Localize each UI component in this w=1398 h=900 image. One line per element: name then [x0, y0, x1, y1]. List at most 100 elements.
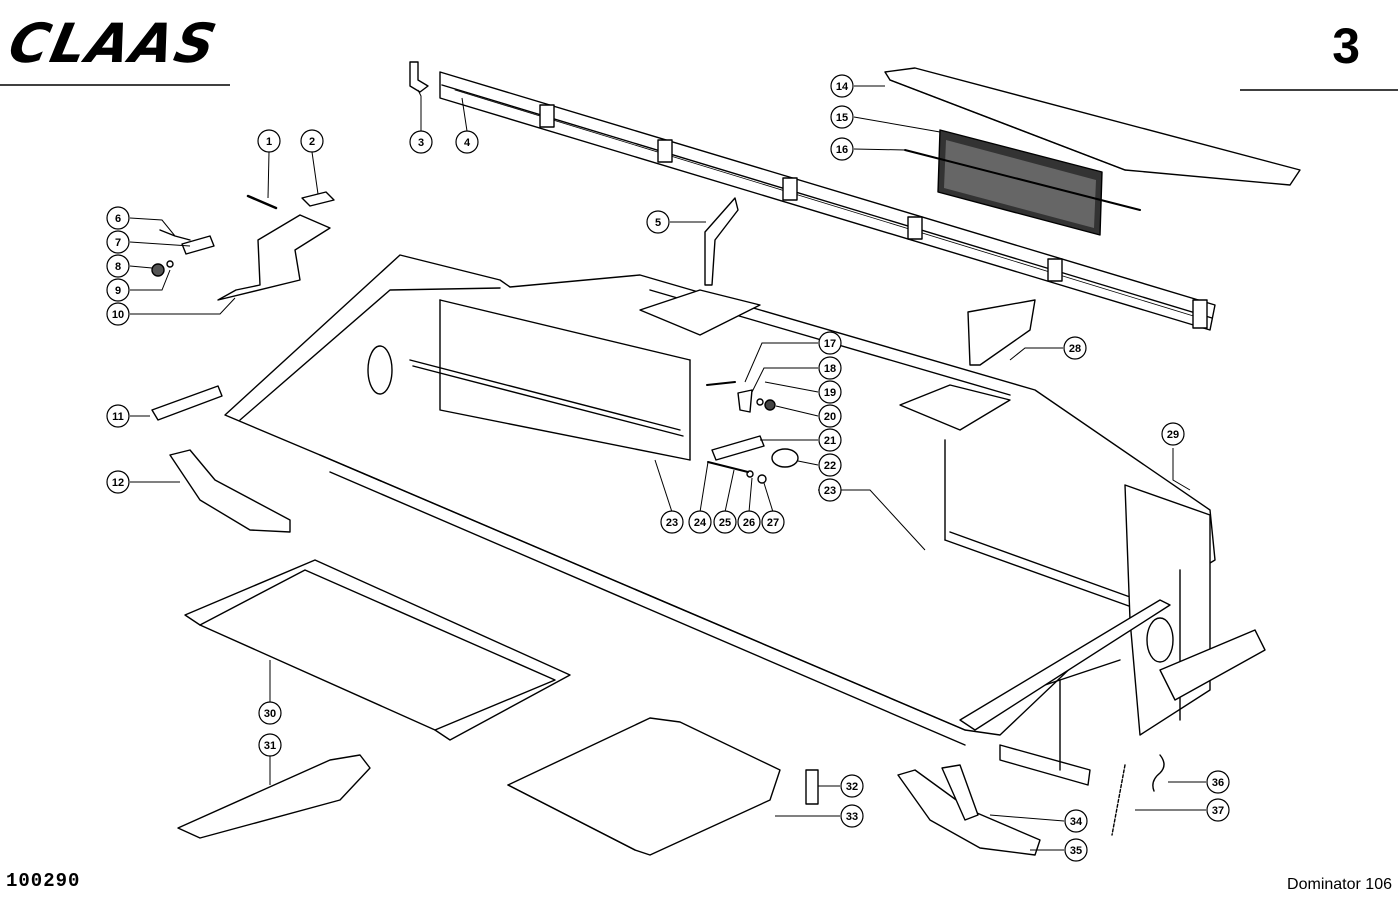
connector-plate: [805, 769, 819, 805]
callout-12: 12: [106, 470, 130, 494]
callout-18: 18: [818, 356, 842, 380]
callout-21: 21: [818, 428, 842, 452]
svg-text:22: 22: [824, 460, 836, 472]
page-number: 3: [1332, 18, 1360, 74]
callout-4: 4: [455, 130, 479, 154]
svg-text:18: 18: [824, 363, 836, 375]
svg-text:31: 31: [264, 740, 276, 752]
callout-5: 5: [646, 210, 670, 234]
svg-text:29: 29: [1167, 429, 1179, 441]
svg-text:36: 36: [1212, 777, 1224, 789]
svg-text:30: 30: [264, 708, 276, 720]
side-bracket-right: [967, 299, 1036, 366]
svg-text:7: 7: [115, 237, 121, 249]
callout-6: 6: [106, 206, 130, 230]
svg-text:17: 17: [824, 338, 836, 350]
callout-26: 26: [737, 510, 761, 534]
left-skid-plate: [169, 449, 291, 533]
drawing-number: 100290: [6, 870, 81, 892]
small-angle-bracket: [409, 61, 429, 93]
right-skid-bracket: [941, 764, 979, 821]
svg-text:28: 28: [1069, 343, 1081, 355]
callout-11: 11: [106, 404, 130, 428]
callout-27: 27: [761, 510, 785, 534]
model-label: Dominator 106: [1287, 876, 1392, 893]
svg-text:32: 32: [846, 781, 858, 793]
callout-35: 35: [1064, 838, 1088, 862]
fastener-set: [706, 381, 799, 484]
svg-text:16: 16: [836, 144, 848, 156]
callout-7: 7: [106, 230, 130, 254]
callout-15: 15: [830, 105, 854, 129]
svg-text:5: 5: [655, 217, 661, 229]
callout-29: 29: [1161, 422, 1185, 446]
retaining-strip: [904, 149, 1141, 211]
svg-text:14: 14: [836, 81, 849, 93]
callout-31: 31: [258, 733, 282, 757]
callout-32: 32: [840, 774, 864, 798]
center-tray-edge: [507, 784, 636, 851]
callout-14: 14: [830, 74, 854, 98]
svg-text:2: 2: [309, 136, 315, 148]
tray-edge: [199, 624, 436, 731]
callout-24: 24: [688, 510, 712, 534]
callout-22: 22: [818, 453, 842, 477]
svg-text:21: 21: [824, 435, 836, 447]
top-cover-plate: [884, 67, 1301, 186]
callout-30: 30: [258, 701, 282, 725]
svg-text:1: 1: [266, 136, 272, 148]
svg-text:25: 25: [719, 517, 731, 529]
svg-text:37: 37: [1212, 805, 1224, 817]
callout-3: 3: [409, 130, 433, 154]
side-bracket-left: [704, 197, 739, 286]
callout-33: 33: [840, 804, 864, 828]
svg-text:23: 23: [824, 485, 836, 497]
skid-assembly: [151, 191, 335, 301]
svg-text:27: 27: [767, 517, 779, 529]
small-strip-bracket: [151, 385, 223, 421]
header-trough: [224, 254, 1266, 786]
center-tray: [507, 717, 781, 856]
callout-9: 9: [106, 278, 130, 302]
callout-16: 16: [830, 137, 854, 161]
lower-tray: [184, 559, 571, 741]
svg-text:35: 35: [1070, 845, 1082, 857]
top-rail: [439, 71, 1216, 331]
callout-34: 34: [1064, 809, 1088, 833]
callout-28: 28: [1063, 336, 1087, 360]
callout-2: 2: [300, 129, 324, 153]
mesh-screen: [937, 129, 1103, 236]
callout-25: 25: [713, 510, 737, 534]
svg-text:4: 4: [464, 137, 471, 149]
svg-text:6: 6: [115, 213, 121, 225]
svg-text:3: 3: [418, 137, 424, 149]
callout-23-right: 23: [818, 478, 842, 502]
callout-1: 1: [257, 129, 281, 153]
svg-text:26: 26: [743, 517, 755, 529]
callout-10: 10: [106, 302, 130, 326]
chain: [1111, 764, 1126, 836]
svg-text:19: 19: [824, 387, 836, 399]
svg-text:20: 20: [824, 411, 836, 423]
callout-17: 17: [818, 331, 842, 355]
leader-lines: [129, 85, 1206, 851]
svg-text:23: 23: [666, 517, 678, 529]
svg-text:12: 12: [112, 477, 124, 489]
svg-text:11: 11: [112, 411, 124, 423]
svg-text:9: 9: [115, 285, 121, 297]
svg-text:15: 15: [836, 112, 848, 124]
svg-text:10: 10: [112, 309, 124, 321]
callout-37: 37: [1206, 798, 1230, 822]
callout-20: 20: [818, 404, 842, 428]
svg-text:34: 34: [1070, 816, 1083, 828]
hook: [1152, 754, 1165, 792]
svg-text:33: 33: [846, 811, 858, 823]
callout-8: 8: [106, 254, 130, 278]
lower-left-skid: [177, 754, 371, 839]
callout-36: 36: [1206, 770, 1230, 794]
callout-19: 19: [818, 380, 842, 404]
svg-text:24: 24: [694, 517, 707, 529]
callout-23-left: 23: [660, 510, 684, 534]
svg-text:8: 8: [115, 261, 121, 273]
